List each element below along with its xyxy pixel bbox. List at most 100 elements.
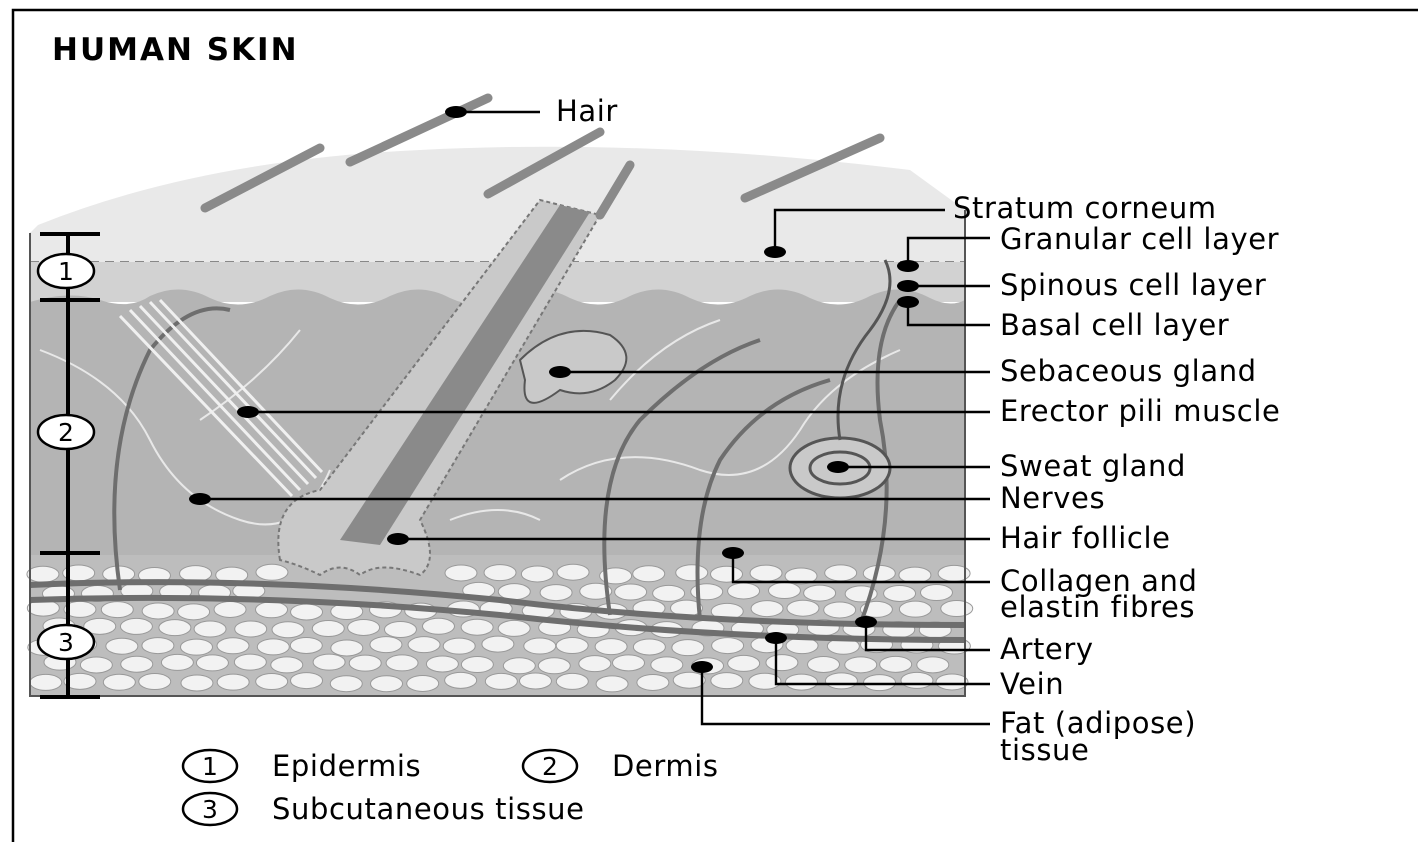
fat-cell bbox=[557, 564, 589, 580]
fat-cell bbox=[121, 656, 153, 672]
fat-cell bbox=[407, 675, 439, 691]
fat-cell bbox=[257, 639, 289, 655]
fat-cell bbox=[331, 640, 363, 656]
fat-cell bbox=[178, 604, 210, 620]
fat-cell bbox=[101, 602, 133, 618]
scale-marker-1: 1 bbox=[38, 254, 94, 288]
fat-cell bbox=[348, 619, 380, 635]
fat-cell bbox=[103, 674, 135, 690]
fat-cell bbox=[426, 656, 458, 672]
fat-cell bbox=[653, 585, 685, 601]
fat-cell bbox=[676, 565, 708, 581]
fat-cell bbox=[142, 603, 174, 619]
fat-cell bbox=[651, 657, 683, 673]
label-hair: Hair bbox=[556, 94, 618, 128]
label-collagen-line-2: elastin fibres bbox=[1000, 590, 1195, 624]
svg-text:3: 3 bbox=[202, 795, 218, 824]
label-stratum-corneum: Stratum corneum bbox=[953, 191, 1217, 225]
fat-cell bbox=[751, 601, 783, 617]
fat-cell bbox=[461, 657, 493, 673]
fat-cell bbox=[330, 676, 362, 692]
fat-cell bbox=[595, 639, 627, 655]
fat-cell bbox=[272, 622, 304, 638]
svg-text:3: 3 bbox=[58, 628, 74, 657]
svg-text:2: 2 bbox=[542, 752, 558, 781]
fat-cell bbox=[256, 674, 288, 690]
legend-item-3: 3 Subcutaneous tissue bbox=[183, 792, 585, 826]
fat-cell bbox=[521, 566, 553, 582]
fat-cell bbox=[538, 658, 570, 674]
svg-text:Dermis: Dermis bbox=[612, 749, 719, 783]
fat-cell bbox=[142, 638, 174, 654]
label-sweat-gland: Sweat gland bbox=[1000, 449, 1186, 483]
fat-cell bbox=[845, 657, 877, 673]
fat-cell bbox=[498, 620, 530, 636]
fat-cell bbox=[519, 673, 551, 689]
fat-cell bbox=[825, 673, 857, 689]
fat-cell bbox=[711, 673, 743, 689]
fat-cell bbox=[524, 638, 556, 654]
label-erector-pili-muscle: Erector pili muscle bbox=[1000, 394, 1280, 428]
fat-cell bbox=[235, 621, 267, 637]
label-nerves: Nerves bbox=[1000, 481, 1105, 515]
fat-cell bbox=[181, 675, 213, 691]
fat-cell bbox=[899, 567, 931, 583]
fat-cell bbox=[633, 566, 665, 582]
label-fat-line-2: tissue bbox=[1000, 733, 1089, 767]
diagram-title: HUMAN SKIN bbox=[52, 32, 299, 68]
fat-cell bbox=[936, 674, 968, 690]
scale-marker-3: 3 bbox=[38, 625, 94, 659]
fat-cell bbox=[633, 639, 665, 655]
fat-cell bbox=[256, 564, 288, 580]
fat-cell bbox=[596, 676, 628, 692]
fat-cell bbox=[106, 638, 138, 654]
fat-cell bbox=[899, 601, 931, 617]
fat-cell bbox=[864, 675, 896, 691]
fat-cell bbox=[728, 583, 760, 599]
fat-cell bbox=[901, 672, 933, 688]
fat-cell bbox=[370, 637, 402, 653]
svg-text:1: 1 bbox=[202, 752, 218, 781]
fat-cell bbox=[313, 654, 345, 670]
label-vein: Vein bbox=[1000, 667, 1064, 701]
fat-cell bbox=[159, 620, 191, 636]
fat-cell bbox=[180, 566, 212, 582]
fat-cell bbox=[30, 674, 62, 690]
fat-cell bbox=[271, 657, 303, 673]
skin-block bbox=[27, 98, 973, 696]
fat-cell bbox=[540, 585, 572, 601]
fat-cell bbox=[787, 600, 819, 616]
fat-cell bbox=[804, 585, 836, 601]
fat-cell bbox=[880, 656, 912, 672]
fat-cell bbox=[443, 638, 475, 654]
fat-cell bbox=[194, 621, 226, 637]
label-basal-cell-layer: Basal cell layer bbox=[1000, 308, 1229, 342]
fat-cell bbox=[673, 672, 705, 688]
fat-cell bbox=[234, 654, 266, 670]
legend-item-1: 1 Epidermis bbox=[183, 749, 421, 783]
fat-cell bbox=[349, 655, 381, 671]
fat-cell bbox=[884, 585, 916, 601]
svg-text:1: 1 bbox=[58, 257, 74, 286]
fat-cell bbox=[386, 655, 418, 671]
svg-text:2: 2 bbox=[58, 418, 74, 447]
fat-cell bbox=[808, 656, 840, 672]
fat-cell bbox=[422, 618, 454, 634]
fat-cell bbox=[824, 602, 856, 618]
fat-cell bbox=[291, 604, 323, 620]
fat-cell bbox=[312, 621, 344, 637]
fat-cell bbox=[161, 654, 193, 670]
fat-cell bbox=[217, 674, 249, 690]
fat-cell bbox=[750, 565, 782, 581]
fat-cell bbox=[384, 622, 416, 638]
fat-cell bbox=[482, 636, 514, 652]
fat-cell bbox=[461, 619, 493, 635]
fat-cell bbox=[498, 584, 530, 600]
fat-cell bbox=[139, 674, 171, 690]
fat-cell bbox=[728, 655, 760, 671]
legend-item-2: 2 Dermis bbox=[523, 749, 719, 783]
fat-cell bbox=[80, 657, 112, 673]
label-spinous-cell-layer: Spinous cell layer bbox=[1000, 268, 1266, 302]
